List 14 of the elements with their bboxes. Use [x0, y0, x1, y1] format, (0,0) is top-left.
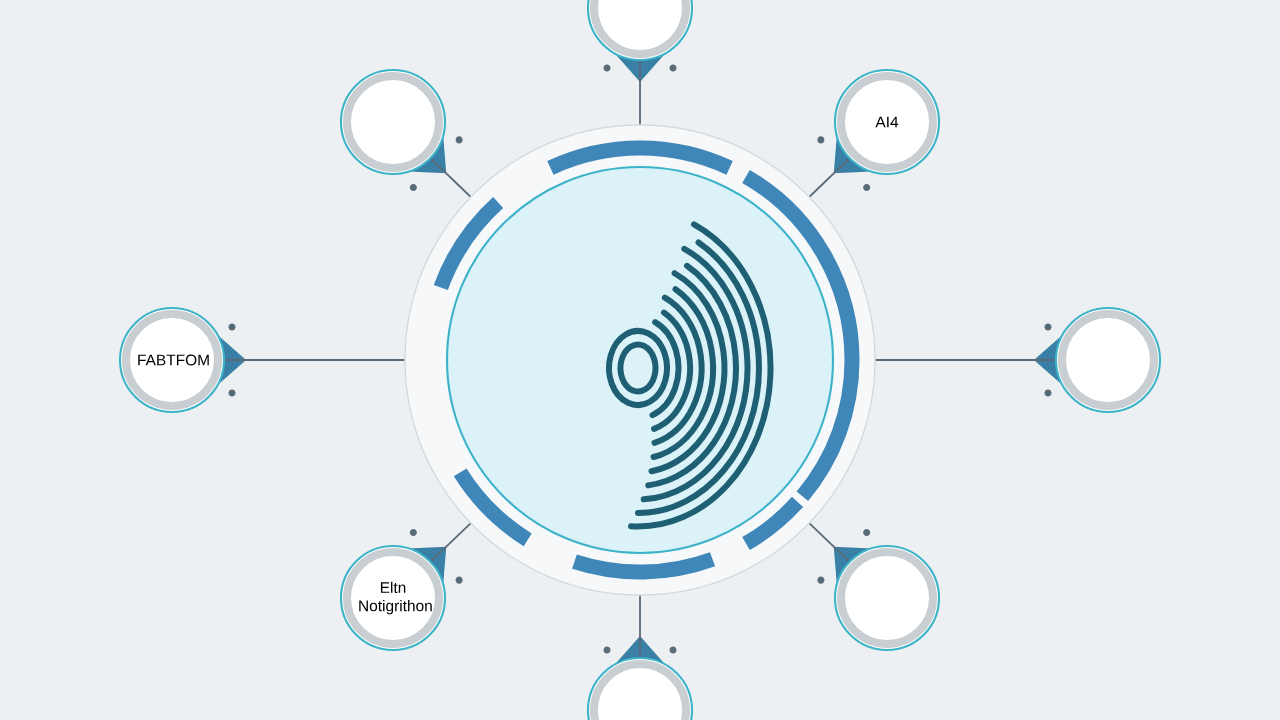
bubble-circle [586, 0, 694, 82]
connector-line [224, 359, 406, 361]
connector-line [874, 359, 1056, 361]
connector-line [808, 522, 850, 563]
connector-line [430, 157, 472, 198]
bubble-circle [586, 636, 694, 720]
connector-line [639, 60, 641, 126]
connector-line [639, 594, 641, 658]
scanner-circle [404, 124, 876, 596]
bubble-circle [817, 529, 941, 652]
connector-line [430, 522, 472, 563]
bubble-circle [1034, 306, 1162, 414]
connector-line [808, 157, 850, 198]
bubble-circle [339, 68, 463, 191]
